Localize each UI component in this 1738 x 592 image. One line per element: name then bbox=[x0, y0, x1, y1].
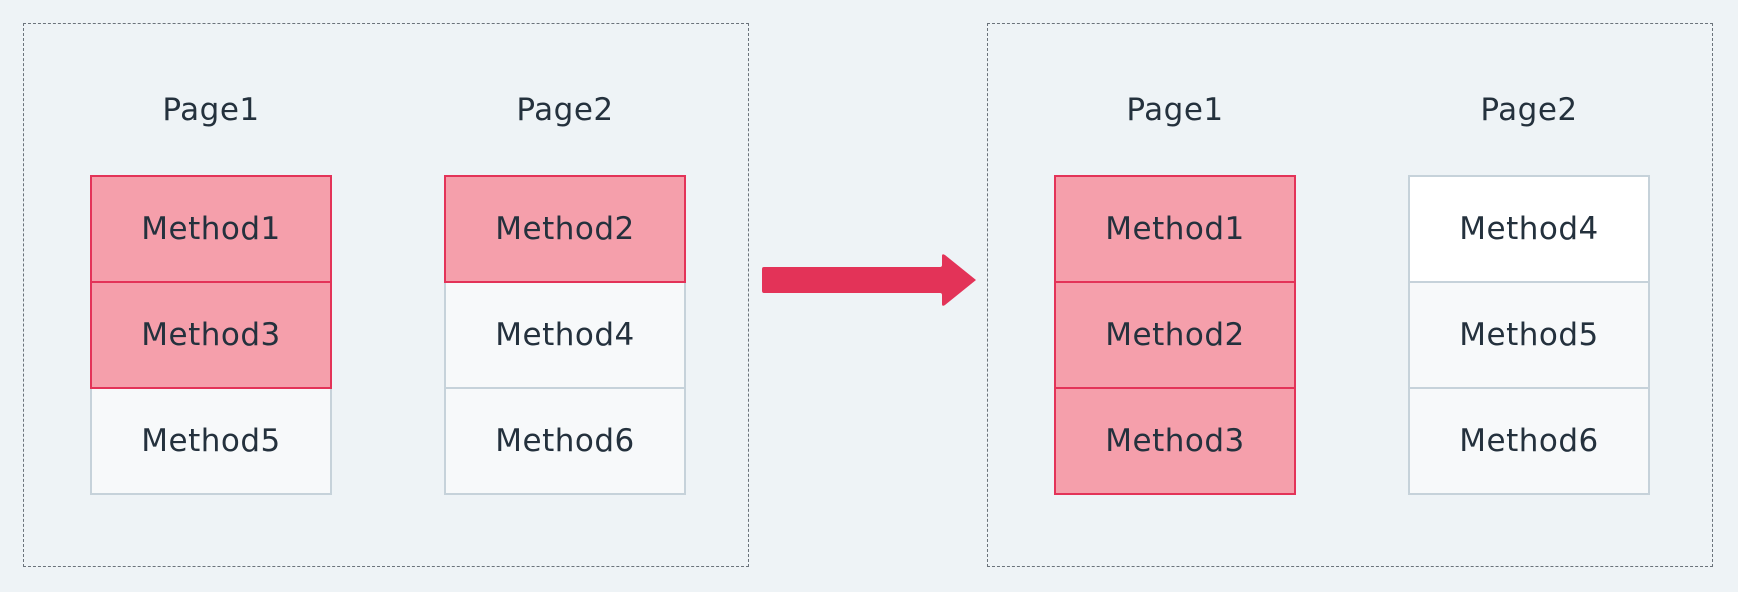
page-title: Page2 bbox=[1480, 92, 1578, 128]
page-title: Page1 bbox=[1126, 92, 1224, 128]
after-panel: Page1 Method1 Method2 Method3 Page2 Meth… bbox=[987, 23, 1713, 567]
method-block: Method6 bbox=[1408, 387, 1650, 495]
method-block: Method5 bbox=[90, 387, 332, 495]
method-block: Method2 bbox=[444, 175, 686, 283]
right-arrow-icon bbox=[762, 254, 976, 306]
page-title: Page2 bbox=[516, 92, 614, 128]
method-block: Method4 bbox=[1408, 175, 1650, 283]
method-block: Method4 bbox=[444, 281, 686, 389]
method-block: Method3 bbox=[1054, 387, 1296, 495]
page-title: Page1 bbox=[162, 92, 260, 128]
method-block: Method2 bbox=[1054, 281, 1296, 389]
method-block: Method3 bbox=[90, 281, 332, 389]
method-block: Method1 bbox=[90, 175, 332, 283]
method-block: Method6 bbox=[444, 387, 686, 495]
method-block: Method1 bbox=[1054, 175, 1296, 283]
method-block: Method5 bbox=[1408, 281, 1650, 389]
before-panel: Page1 Method1 Method3 Method5 Page2 Meth… bbox=[23, 23, 749, 567]
